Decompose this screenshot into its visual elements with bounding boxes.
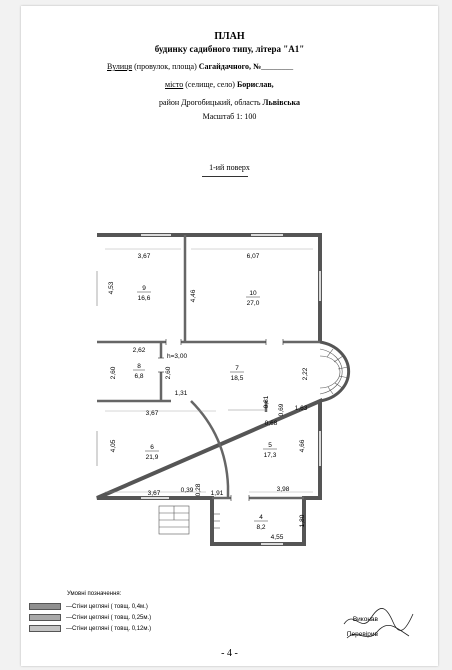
dim-4-53: 4,53 (108, 281, 115, 294)
dim-4-55: 4,55 (271, 534, 284, 541)
street-label: Вулиця (107, 62, 133, 71)
city-hint: (селище, село) (185, 80, 235, 89)
checker-label: Перевірив (346, 631, 378, 638)
dim-3-98: 3,98 (277, 486, 290, 493)
dim-0-28: 0,28 (195, 483, 202, 496)
dim-4-05: 4,05 (110, 439, 117, 452)
room-7-number: 7 (235, 365, 239, 372)
room-4-area: 8,2 (256, 524, 265, 531)
room-4-number: 4 (259, 514, 263, 521)
room-9-area: 16,6 (138, 295, 151, 302)
floor-label: 1-ий поверх (209, 163, 250, 172)
dim-2-60-left: 2,60 (110, 366, 117, 379)
room-5-area: 17,3 (264, 452, 277, 459)
dim-0-68: 0,68 (265, 420, 278, 427)
street-name: Сагайдачного, № (198, 62, 262, 71)
legend: Умовні позначення: — Стіни цегляні ( тов… (29, 591, 151, 634)
document-sheet: ПЛАН будинку садибного типу, літера "А1"… (21, 6, 438, 666)
curved-partition (190, 400, 230, 498)
room-8-area: 6,8 (134, 373, 143, 380)
floor-underline (202, 176, 248, 177)
legend-item: — Стіни цегляні ( товщ. 0,25м.) (29, 612, 151, 623)
room-8-number: 8 (137, 363, 141, 370)
dim-3-67-top: 3,67 (138, 253, 151, 260)
plan-subtitle: будинку садибного типу, літера "А1" (154, 44, 305, 54)
region-name: Львівська (262, 98, 300, 107)
dim-2-22: 2,22 (302, 367, 309, 380)
street-hint: (провулок, площа) (134, 62, 197, 71)
street-line: Вулиця (провулок, площа) Сагайдачного, №… (107, 62, 294, 71)
dimension-lines (105, 248, 313, 493)
dim-1-91: 1,91 (211, 490, 224, 497)
executor-label: Виконав (352, 616, 378, 623)
bay-window (319, 340, 351, 403)
room-10-area: 27,0 (247, 300, 260, 307)
legend-swatch (29, 625, 61, 632)
district-label: район Дрогобицький, область (159, 98, 261, 107)
dim-4-66: 4,66 (299, 439, 306, 452)
dim-1-31: 1,31 (175, 390, 188, 397)
city-name: Борислав, (236, 80, 274, 89)
city-line: місто (селище, село) Борислав, (165, 80, 425, 90)
dim-6-07: 6,07 (247, 253, 260, 260)
plan-title: ПЛАН (214, 31, 245, 42)
dim-0-69: 0,69 (278, 403, 285, 416)
room-6-area: 21,9 (146, 454, 159, 461)
dim-4-46: 4,46 (190, 289, 197, 302)
room-7-area: 18,5 (231, 375, 244, 382)
dim-3-67-mid: 3,67 (146, 410, 159, 417)
dim-1-80: 1,80 (299, 514, 306, 527)
stairs-spiral (319, 348, 350, 395)
scale-line: Масштаб 1: 100 (202, 112, 257, 121)
outer-walls (96, 233, 322, 546)
legend-label: Стіни цегляні ( товщ. 0,12м.) (72, 625, 152, 632)
signature-scribble (343, 608, 414, 639)
legend-item: — Стіни цегляні ( товщ. 0,4м.) (29, 601, 151, 612)
ceiling-height: h=3,00 (167, 353, 187, 360)
dim-2-60-right: 2,60 (165, 366, 172, 379)
dim-1-63: 1,63 (295, 405, 308, 412)
district-line: район Дрогобицький, область Львівська (21, 98, 438, 108)
dim-0-39: 0,39 (181, 487, 194, 494)
entrance-steps (158, 505, 220, 535)
legend-swatch (29, 614, 61, 621)
floor-plan: 3,67 6,07 4,53 4,46 2,62 h=3,00 2,60 2,6… (96, 233, 351, 546)
room-10-number: 10 (249, 290, 257, 297)
legend-item: — Стіни цегляні ( товщ. 0,12м.) (29, 623, 151, 634)
interior-walls (97, 235, 320, 500)
room-5-number: 5 (268, 442, 272, 449)
dim-3-67-bot: 3,67 (148, 490, 161, 497)
dim-0-81: 0,81 (263, 395, 270, 408)
door-marks (158, 339, 284, 501)
room-6-number: 6 (150, 444, 154, 451)
legend-title: Умовні позначення: (67, 591, 122, 597)
page-number: - 4 - (221, 648, 238, 659)
legend-label: Стіни цегляні ( товщ. 0,25м.) (72, 614, 152, 621)
window-lines (96, 234, 321, 545)
dim-2-62: 2,62 (133, 347, 146, 354)
legend-label: Стіни цегляні ( товщ. 0,4м.) (72, 603, 148, 610)
legend-swatch (29, 603, 61, 610)
room-9-number: 9 (142, 285, 146, 292)
city-label: місто (165, 80, 184, 89)
